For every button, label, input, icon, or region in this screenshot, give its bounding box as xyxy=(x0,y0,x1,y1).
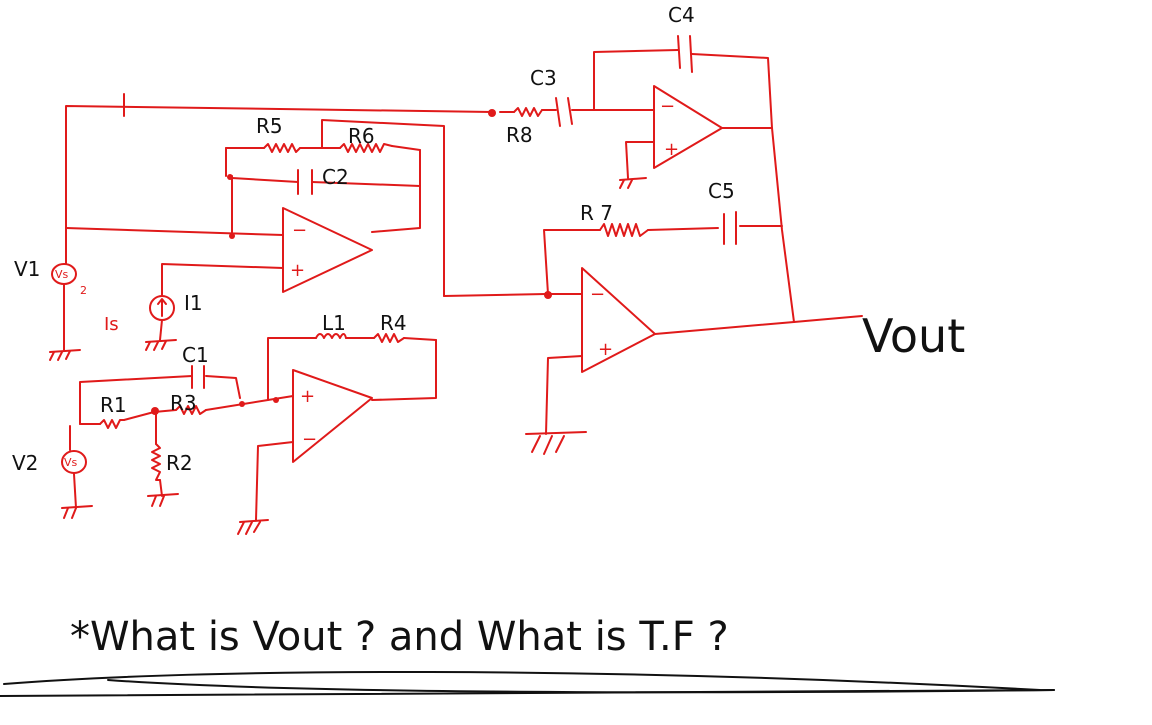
label-r1: R1 xyxy=(100,393,127,417)
label-r4: R4 xyxy=(380,311,407,335)
resistor-r3: R3 xyxy=(170,391,207,415)
question-text: *What is Vout ? and What is T.F ? xyxy=(70,614,729,660)
label-c5: C5 xyxy=(708,179,735,203)
opamp-3-minus: − xyxy=(660,96,675,117)
source-v1: Vs 2 V1 xyxy=(14,257,87,297)
resistor-r1: R1 xyxy=(99,393,127,429)
grounds xyxy=(49,177,647,535)
underline xyxy=(0,670,1055,697)
label-c1: C1 xyxy=(182,343,209,367)
ground-icon xyxy=(61,505,93,519)
label-vs2: Vs xyxy=(64,456,78,469)
wires xyxy=(63,49,863,521)
opamp-4-minus: − xyxy=(590,284,605,305)
label-i1: I1 xyxy=(184,291,203,315)
label-c2: C2 xyxy=(322,165,349,189)
vout-label: Vout xyxy=(862,309,965,363)
ground-icon xyxy=(145,339,177,351)
ground-icon xyxy=(525,431,587,455)
label-v1: V1 xyxy=(14,257,40,281)
capacitor-c4: C4 xyxy=(668,3,695,73)
opamp-2-plus: + xyxy=(300,386,315,407)
ground-icon xyxy=(237,519,269,535)
inductor-l1: L1 xyxy=(315,311,347,339)
label-vs1-node: 2 xyxy=(80,284,87,297)
label-v2: V2 xyxy=(12,451,38,475)
label-r6: R6 xyxy=(348,124,375,148)
resistor-r6: R6 xyxy=(339,124,393,153)
capacitor-c5: C5 xyxy=(708,179,737,245)
resistor-r5: R5 xyxy=(256,114,301,153)
opamp-1-plus: + xyxy=(290,260,305,281)
capacitor-c3: C3 xyxy=(530,66,577,127)
resistor-r4: R4 xyxy=(373,311,407,343)
source-v2: Vs V2 xyxy=(12,450,87,475)
source-is: Is I1 xyxy=(104,291,203,335)
label-r7: R 7 xyxy=(580,201,613,225)
capacitor-c2: C2 xyxy=(297,165,349,195)
capacitor-c1: C1 xyxy=(182,343,209,389)
label-l1: L1 xyxy=(322,311,346,335)
opamp-3-plus: + xyxy=(664,139,679,160)
label-r2: R2 xyxy=(166,451,193,475)
resistor-r7: R 7 xyxy=(580,201,649,237)
resistor-r8: R8 xyxy=(506,107,543,147)
ground-icon xyxy=(147,493,179,507)
opamp-2-minus: − xyxy=(302,429,317,450)
label-r3: R3 xyxy=(170,391,197,415)
opamp-1: − + xyxy=(282,207,373,293)
label-r5: R5 xyxy=(256,114,283,138)
opamp-2: + − xyxy=(292,369,373,463)
label-r8: R8 xyxy=(506,123,533,147)
opamp-4: − + xyxy=(581,267,656,373)
label-c4: C4 xyxy=(668,3,695,27)
label-vs1: Vs xyxy=(55,268,69,281)
opamp-4-plus: + xyxy=(598,339,613,360)
ground-icon xyxy=(49,349,81,361)
label-is: Is xyxy=(104,314,119,335)
opamp-1-minus: − xyxy=(292,220,307,241)
nodes xyxy=(151,109,552,415)
label-c3: C3 xyxy=(530,66,557,90)
opamp-3: − + xyxy=(653,85,723,169)
resistor-r2: R2 xyxy=(151,443,193,481)
ground-icon xyxy=(619,177,647,189)
